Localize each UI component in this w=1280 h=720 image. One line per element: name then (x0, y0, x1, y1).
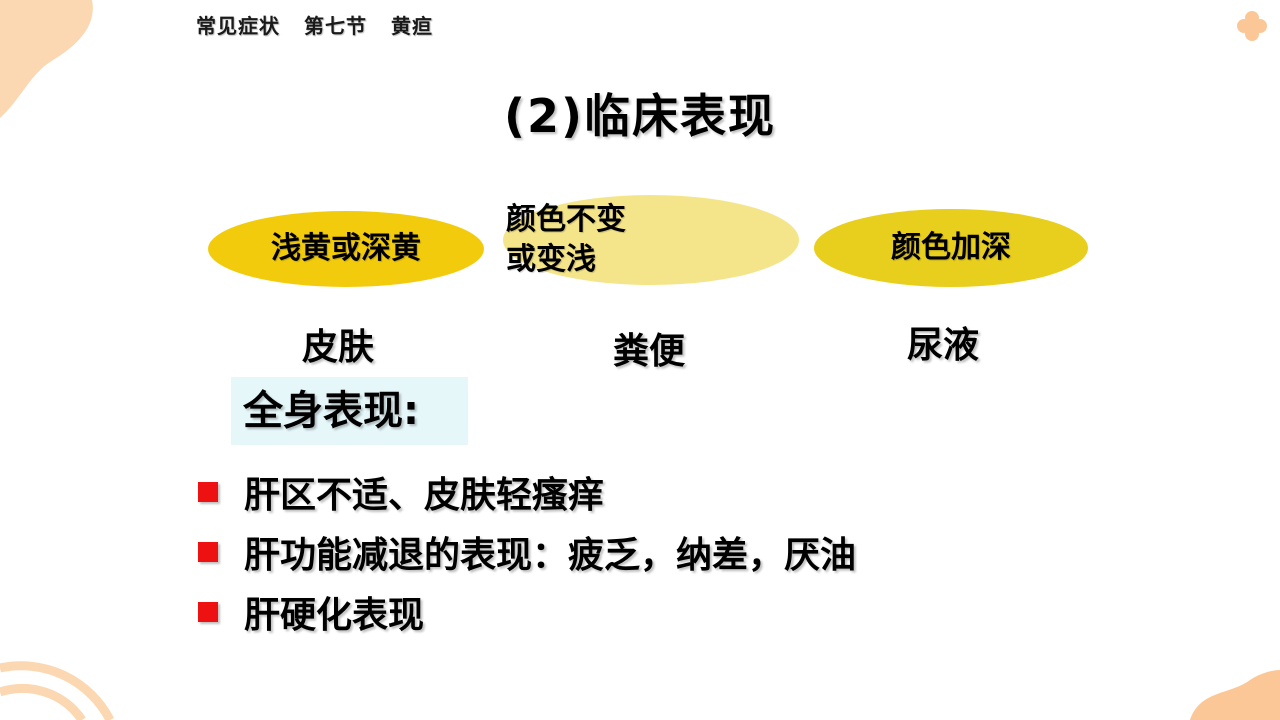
bullet-square-icon (198, 482, 218, 502)
top-left-blob-decoration (0, 0, 93, 118)
skin-color-oval: 浅黄或深黄 (208, 211, 484, 287)
page-title: (2)临床表现 (503, 89, 777, 143)
urine-color-oval: 颜色加深 (814, 209, 1088, 287)
flower-icon (1237, 11, 1267, 41)
symptom-list: 肝区不适、皮肤轻瘙痒 肝功能减退的表现：疲乏，纳差，厌油 肝硬化表现 (198, 462, 856, 642)
bottom-right-blob-decoration (1190, 670, 1280, 720)
bottom-left-arcs-decoration (0, 661, 115, 720)
list-item: 肝硬化表现 (198, 582, 856, 642)
list-item-text: 肝区不适、皮肤轻瘙痒 (244, 475, 605, 516)
list-item: 肝功能减退的表现：疲乏，纳差，厌油 (198, 522, 856, 582)
list-item-text: 肝硬化表现 (244, 595, 425, 636)
header-section: 第七节 (304, 14, 367, 38)
slide-header: 常见症状 第七节 黄疸 (196, 10, 433, 39)
skin-color-text: 浅黄或深黄 (271, 231, 421, 266)
skin-label: 皮肤 (302, 327, 375, 368)
stool-color-line-2: 或变浅 (506, 242, 596, 277)
bullet-square-icon (198, 602, 218, 622)
urine-label: 尿液 (907, 325, 980, 366)
stool-color-oval: 颜色不变 或变浅 (503, 195, 799, 285)
urine-color-text: 颜色加深 (891, 230, 1011, 265)
stool-color-text: 颜色不变 或变浅 (506, 200, 716, 280)
stool-color-line-1: 颜色不变 (506, 202, 626, 237)
header-topic: 黄疸 (391, 14, 433, 38)
systemic-heading: 全身表现: (231, 377, 468, 445)
list-item-text: 肝功能减退的表现：疲乏，纳差，厌油 (244, 535, 857, 576)
list-item: 肝区不适、皮肤轻瘙痒 (198, 462, 856, 522)
header-chapter: 常见症状 (196, 14, 280, 38)
bullet-square-icon (198, 542, 218, 562)
stool-label: 粪便 (613, 331, 686, 372)
